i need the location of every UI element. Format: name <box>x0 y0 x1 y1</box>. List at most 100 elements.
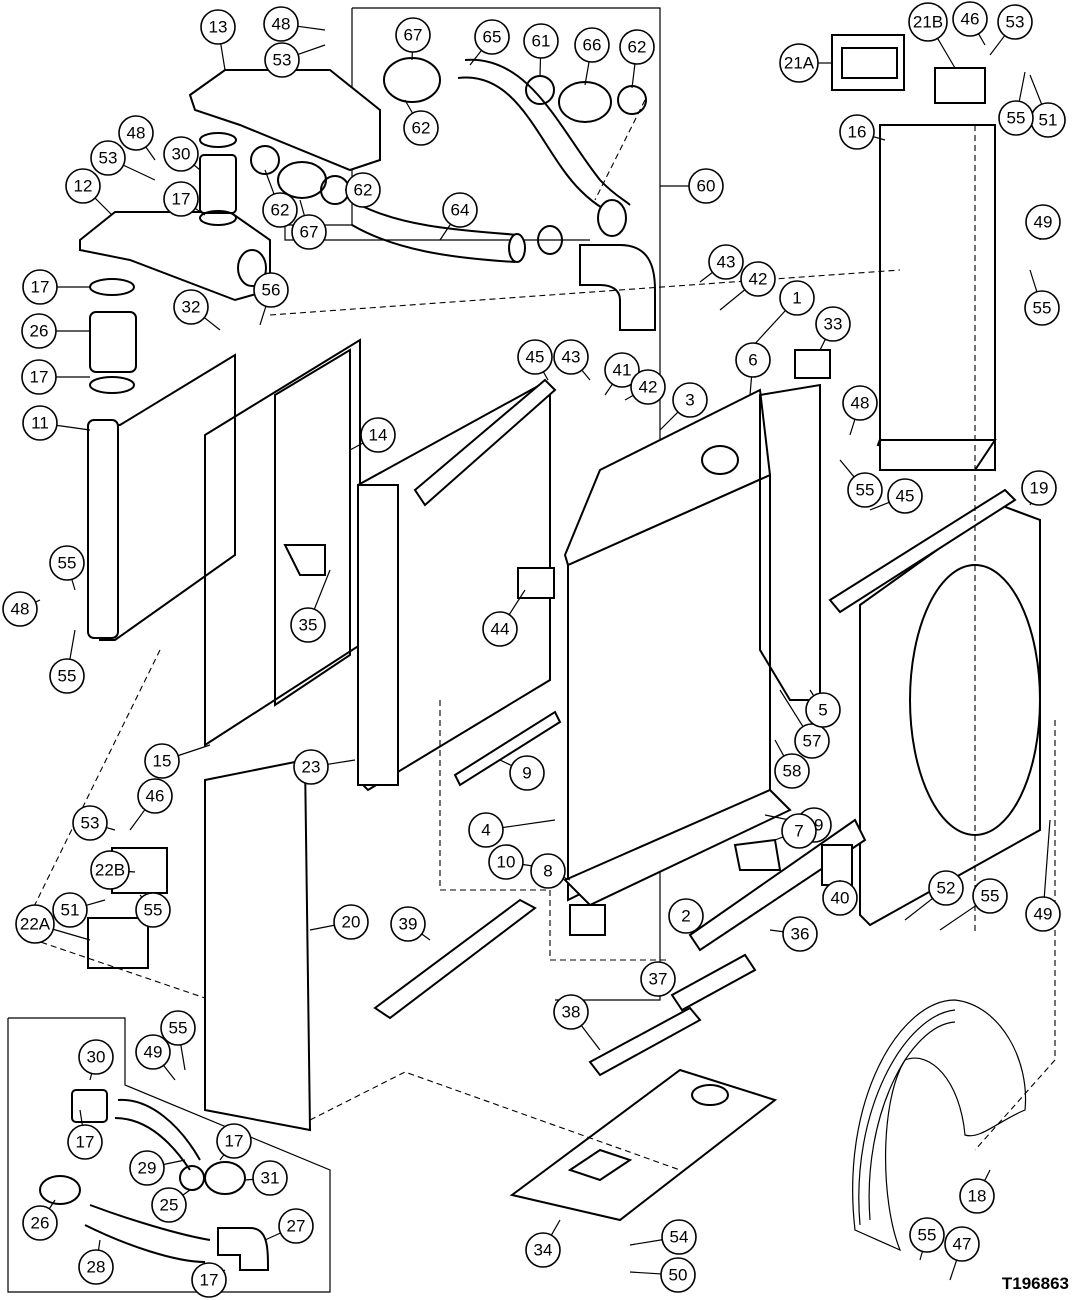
callout-leader <box>244 1178 254 1181</box>
callout-32: 32 <box>173 289 221 331</box>
callout-number: 17 <box>30 368 49 387</box>
callout-balloon <box>779 43 819 83</box>
callout-leader <box>769 929 784 933</box>
callout-number: 48 <box>11 600 30 619</box>
callout-leader <box>563 876 571 881</box>
callout-17: 17 <box>22 269 90 305</box>
callout-number: 13 <box>209 18 228 37</box>
bottom-tank-8-box <box>569 904 606 936</box>
callout-number: 53 <box>99 149 118 168</box>
callout-48: 48 <box>2 591 41 627</box>
callout-leader <box>469 49 482 66</box>
callout-57: 57 <box>779 689 830 759</box>
callout-leader <box>194 207 206 216</box>
callout-number: 15 <box>153 752 172 771</box>
callout-leader <box>774 739 785 757</box>
callout-leader <box>129 809 146 831</box>
outlet-7 <box>733 838 782 871</box>
callout-55: 55 <box>135 892 171 928</box>
callout-leader <box>502 819 556 829</box>
callout-number: 48 <box>272 15 291 34</box>
callout-number: 22B <box>95 861 125 880</box>
callout-56: 56 <box>253 272 289 326</box>
callout-number: 36 <box>791 925 810 944</box>
callout-leader <box>297 25 326 31</box>
callout-balloon <box>22 1205 58 1241</box>
callout-number: 54 <box>670 1228 689 1247</box>
callout-leader <box>259 306 267 326</box>
callout-number: 17 <box>172 190 191 209</box>
hose-29-bottom <box>114 1117 191 1171</box>
callout-leader <box>977 33 986 46</box>
callout-number: 37 <box>649 970 668 989</box>
callout-49: 49 <box>1025 204 1061 241</box>
callout-balloon <box>291 214 327 250</box>
callout-number: 62 <box>412 119 431 138</box>
callout-number: 58 <box>783 762 802 781</box>
panel-16 <box>879 124 996 471</box>
callout-number: 45 <box>896 487 915 506</box>
callout-number: 19 <box>1030 479 1049 498</box>
callout-balloon <box>959 1178 995 1214</box>
clamp-62-d <box>537 225 563 255</box>
callout-leader <box>839 459 855 478</box>
callout-leader <box>349 442 364 451</box>
bracket-21B <box>934 67 986 104</box>
callout-leader <box>1018 71 1026 102</box>
callout-19: 19 <box>1021 470 1057 506</box>
callout-balloon <box>794 723 830 759</box>
callout-66: 66 <box>574 27 610 86</box>
callout-number: 55 <box>856 481 875 500</box>
callout-number: 55 <box>144 901 163 920</box>
callout-leader <box>550 1219 561 1236</box>
callout-number: 21B <box>913 13 943 32</box>
callout-number: 45 <box>526 348 545 367</box>
callout-37: 37 <box>640 961 676 997</box>
callout-number: 6 <box>748 351 757 370</box>
callout-balloon <box>661 1219 697 1255</box>
callout-number: 67 <box>404 26 423 45</box>
callout-balloon <box>909 1217 945 1253</box>
callout-number: 51 <box>61 901 80 920</box>
callout-17: 17 <box>67 1109 103 1160</box>
callout-leader <box>163 1159 186 1166</box>
hose-65-outer <box>464 58 631 206</box>
callout-balloon <box>928 870 964 906</box>
callout-balloon <box>779 280 815 316</box>
callout-number: 43 <box>562 348 581 367</box>
callout-balloon <box>345 172 381 208</box>
radiator-top-tank <box>563 388 772 567</box>
callout-number: 46 <box>146 787 165 806</box>
cooler-11-tank <box>87 419 119 639</box>
callout-balloon <box>488 844 524 880</box>
callout-balloon <box>530 853 566 889</box>
callout-number: 40 <box>831 889 850 908</box>
callout-number: 38 <box>562 1003 581 1022</box>
callout-balloon <box>1021 470 1057 506</box>
callout-number: 49 <box>1034 905 1053 924</box>
latch-35 <box>283 544 326 576</box>
callout-number: 5 <box>818 701 827 720</box>
callout-balloon <box>52 892 88 928</box>
callout-leader <box>631 63 636 89</box>
callout-balloon <box>442 192 478 228</box>
callout-9: 9 <box>499 755 545 791</box>
callout-leader <box>327 759 356 765</box>
callout-leader <box>123 164 156 181</box>
alignment-line <box>269 269 901 316</box>
callout-50: 50 <box>629 1257 696 1293</box>
hose-28-bottom <box>84 1224 206 1263</box>
callout-33: 33 <box>815 306 851 351</box>
callout-number: 1 <box>792 289 801 308</box>
callout-23: 23 <box>293 749 356 785</box>
callout-leader <box>106 827 116 831</box>
sleeve-26 <box>89 311 137 373</box>
callout-number: 20 <box>342 913 361 932</box>
callout-leader <box>873 136 886 141</box>
callout-balloon <box>191 1262 227 1298</box>
hose-65-end <box>597 199 627 237</box>
callout-number: 21A <box>784 54 815 73</box>
callout-62: 62 <box>619 29 655 89</box>
callout-leader <box>904 897 933 921</box>
